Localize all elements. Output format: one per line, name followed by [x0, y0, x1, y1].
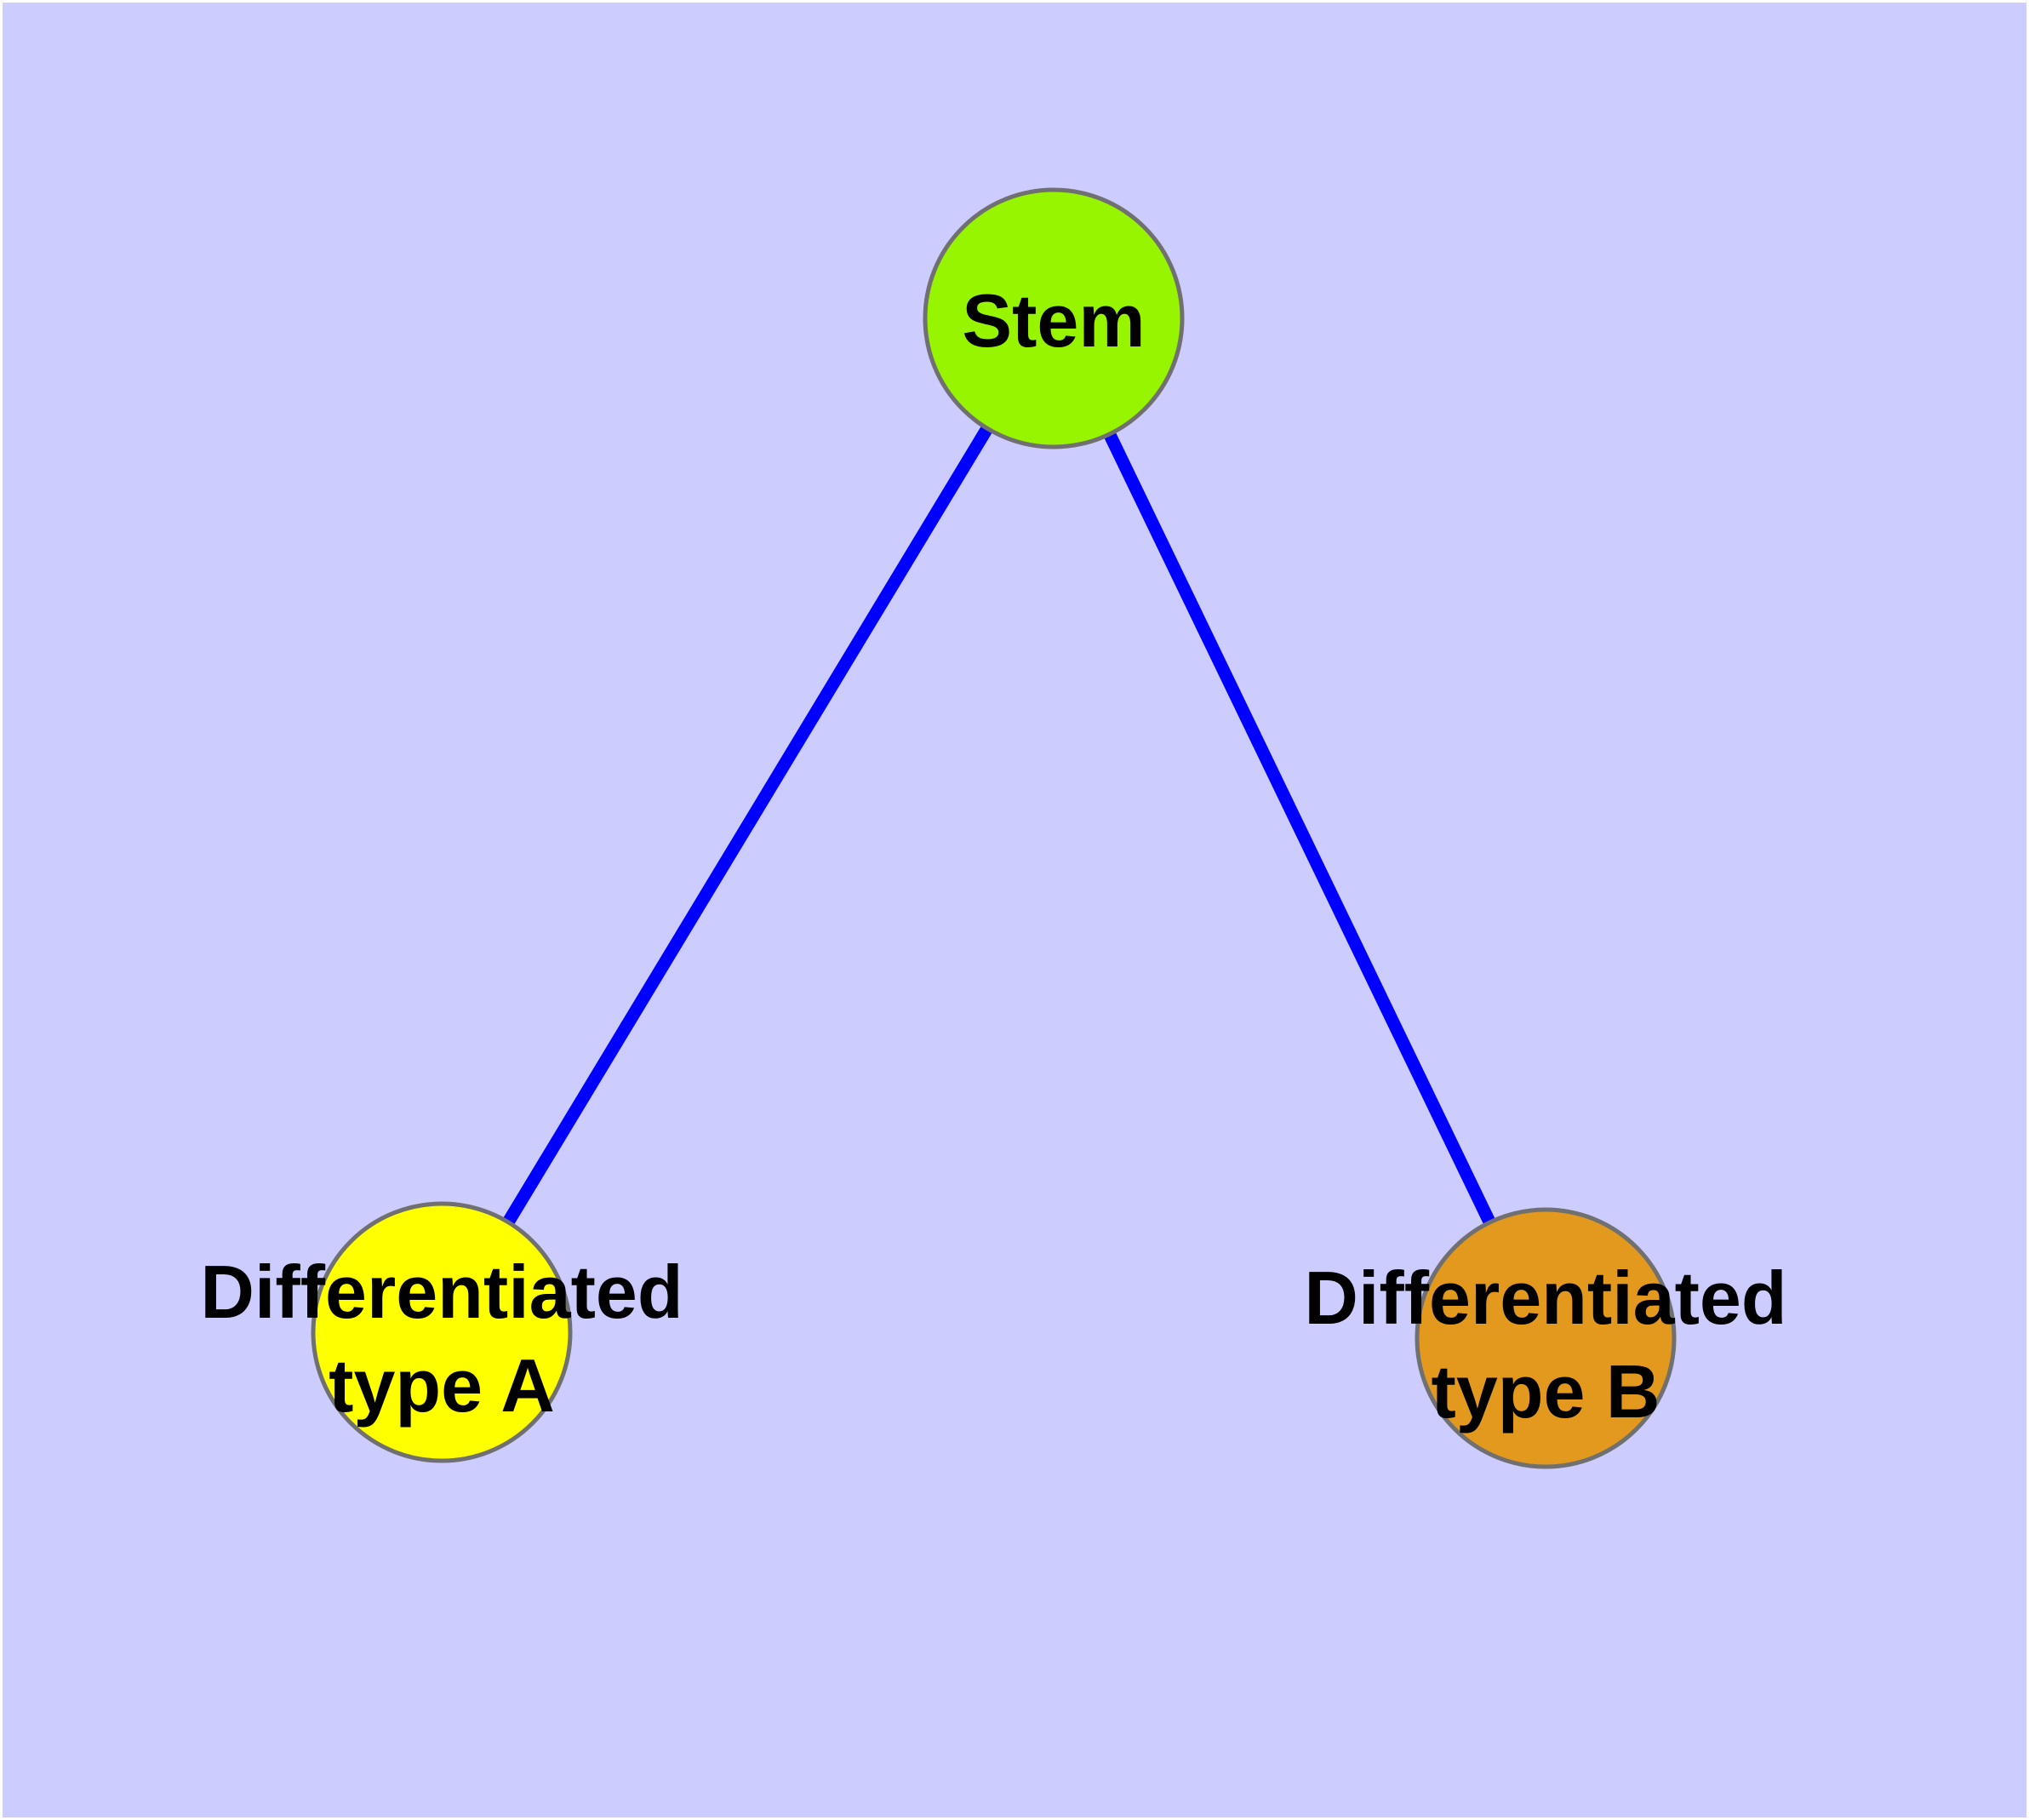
node-type-a	[311, 1201, 573, 1463]
nodes-layer	[311, 187, 1677, 1469]
node-label-line: Differentiated	[200, 1250, 683, 1334]
node-label-line: Differentiated	[1304, 1256, 1786, 1340]
node-label-line: type A	[329, 1343, 555, 1428]
node-label-stem: Stem	[962, 278, 1145, 363]
node-label-type-a: Differentiated type A	[200, 1250, 683, 1428]
node-stem	[923, 187, 1185, 449]
node-label-type-b: Differentiated type B	[1304, 1256, 1786, 1434]
node-type-b	[1415, 1207, 1677, 1469]
edge-stem-type-a	[436, 315, 1060, 1336]
node-label-line: type B	[1432, 1349, 1660, 1434]
edge-stem-type-b	[1048, 315, 1552, 1342]
node-label-line: Stem	[962, 278, 1145, 363]
edges-layer	[436, 315, 1552, 1342]
